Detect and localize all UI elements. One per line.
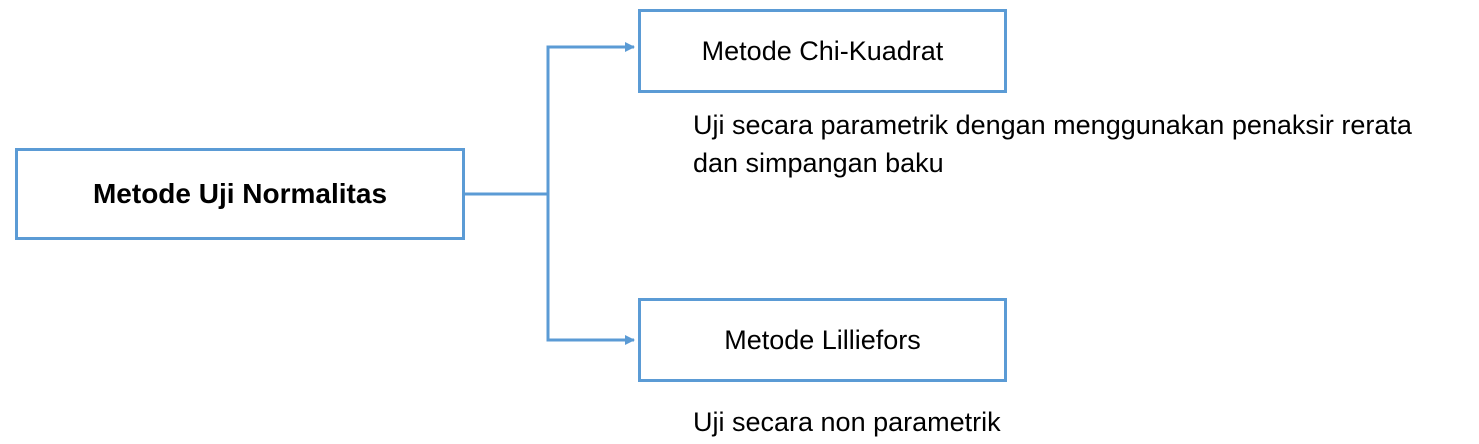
lilliefors-description: Uji secara non parametrik (693, 403, 1001, 441)
chi-kuadrat-description-line-2: dan simpangan baku (693, 148, 944, 178)
chi-kuadrat-description: Uji secara parametrik dengan menggunakan… (693, 106, 1412, 182)
lilliefors-node-box: Metode Lilliefors (638, 298, 1007, 382)
chi-kuadrat-node-label: Metode Chi-Kuadrat (701, 35, 944, 66)
lilliefors-description-line-1: Uji secara non parametrik (693, 407, 1001, 437)
root-node-label: Metode Uji Normalitas (92, 178, 388, 209)
chi-kuadrat-description-line-1: Uji secara parametrik dengan menggunakan… (693, 110, 1412, 140)
root-node-box: Metode Uji Normalitas (15, 148, 465, 240)
lilliefors-node-label: Metode Lilliefors (724, 324, 921, 355)
chi-kuadrat-node-box: Metode Chi-Kuadrat (638, 9, 1007, 93)
